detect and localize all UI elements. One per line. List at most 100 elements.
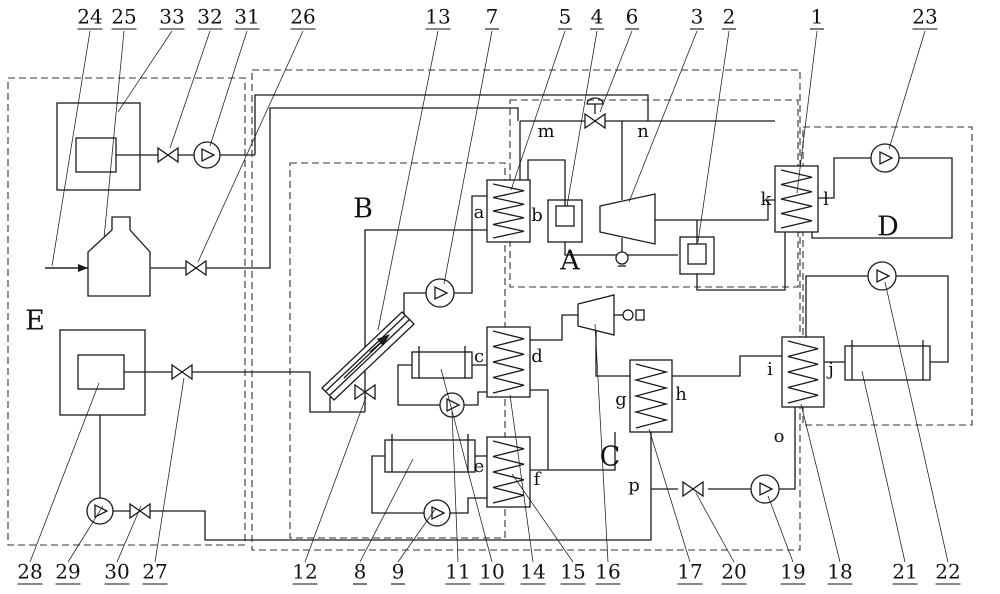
callout-27: 27: [142, 377, 185, 585]
ref-number-21: 21: [892, 560, 917, 584]
port-label-m: m: [537, 121, 554, 142]
ref-number-1: 1: [811, 5, 824, 29]
callout-3: 3: [628, 5, 704, 203]
leader-line-18: [800, 403, 841, 563]
gauge-16: [614, 309, 645, 321]
callout-7: 7: [443, 5, 499, 285]
pump-22: [867, 261, 897, 291]
turbine-3: [599, 193, 656, 245]
callout-19: 19: [767, 495, 806, 585]
valve-27: [171, 363, 193, 381]
leader-line-13: [377, 30, 439, 331]
callout-14: 14: [509, 394, 546, 585]
vessel-21: [844, 340, 931, 381]
ref-number-20: 20: [721, 560, 746, 584]
leader-line-27: [154, 377, 185, 563]
unit-33: [56, 102, 141, 191]
feed-arrow-24: [45, 264, 88, 272]
valve-32: [157, 146, 179, 164]
section-label-C: C: [600, 442, 621, 473]
callout-30: 30: [104, 505, 142, 585]
callout-6: 6: [599, 5, 639, 113]
section-label-A: A: [559, 246, 580, 277]
leader-line-32: [169, 30, 211, 149]
leader-line-31: [209, 30, 248, 147]
port-label-c: c: [474, 346, 484, 367]
tank-4: [547, 199, 583, 243]
ref-number-29: 29: [55, 560, 80, 584]
turbine-16: [577, 294, 615, 336]
callout-32: 32: [169, 5, 223, 149]
leader-line-8: [359, 458, 414, 563]
pump-19: [750, 474, 780, 504]
leader-line-7: [443, 30, 493, 285]
leader-line-14: [509, 394, 534, 563]
leader-line-16: [594, 323, 609, 563]
section-label-D: D: [877, 212, 899, 243]
valve-30: [129, 502, 151, 520]
boundary-D: [802, 126, 973, 426]
collector-arrow: [369, 334, 390, 353]
port-label-e: e: [474, 456, 485, 477]
port-label-g: g: [615, 389, 627, 410]
ref-number-5: 5: [559, 5, 572, 29]
valve-20: [682, 480, 704, 498]
callout-5: 5: [510, 5, 572, 191]
hx-ij-18: [781, 336, 825, 408]
ref-number-9: 9: [392, 560, 405, 584]
leader-line-19: [767, 495, 794, 563]
leader-line-26: [197, 30, 304, 263]
ref-number-14: 14: [520, 560, 545, 584]
leader-line-25: [103, 30, 125, 239]
hx-ef-15: [486, 436, 531, 508]
leader-line-11: [451, 411, 459, 563]
leader-line-20: [695, 492, 735, 563]
port-label-l: l: [823, 189, 829, 210]
ref-number-30: 30: [104, 560, 129, 584]
callout-11: 11: [445, 411, 471, 585]
hx-kl-1: [774, 165, 819, 233]
callout-22: 22: [884, 281, 961, 585]
ref-number-15: 15: [560, 560, 585, 584]
port-label-a: a: [474, 202, 485, 223]
unit-28: [59, 329, 146, 416]
leader-line-30: [116, 505, 142, 563]
port-label-o: o: [774, 426, 785, 447]
leader-line-28: [29, 382, 100, 563]
boundary-main: [251, 69, 801, 551]
leader-line-9: [397, 507, 437, 563]
callout-15: 15: [511, 473, 586, 585]
leader-line-22: [884, 281, 949, 563]
callout-1: 1: [796, 5, 824, 194]
port-label-f: f: [534, 469, 542, 490]
callout-16: 16: [594, 323, 621, 585]
pump-7: [425, 278, 455, 308]
ref-number-13: 13: [425, 5, 450, 29]
ref-number-2: 2: [723, 5, 736, 29]
valve-12: [354, 383, 376, 401]
valve-26: [185, 259, 207, 277]
leader-line-17: [648, 428, 691, 563]
leader-line-21: [861, 370, 906, 563]
leader-line-10: [440, 368, 493, 563]
ref-number-22: 22: [935, 560, 960, 584]
leader-line-1: [796, 30, 818, 194]
ref-number-25: 25: [111, 5, 136, 29]
callout-8: 8: [353, 458, 414, 585]
callout-33: 33: [117, 5, 185, 113]
ref-number-16: 16: [595, 560, 620, 584]
port-label-h: h: [675, 384, 687, 405]
ref-number-28: 28: [17, 560, 42, 584]
tank-2: [679, 236, 715, 275]
ref-number-23: 23: [912, 5, 937, 29]
ref-number-31: 31: [234, 5, 259, 29]
callout-4: 4: [566, 5, 604, 207]
callout-13: 13: [377, 5, 451, 331]
callout-17: 17: [648, 428, 703, 585]
leader-line-5: [510, 30, 566, 191]
hx-ab-5: [486, 179, 531, 243]
leader-line-24: [51, 30, 91, 267]
port-label-j: j: [826, 359, 834, 380]
